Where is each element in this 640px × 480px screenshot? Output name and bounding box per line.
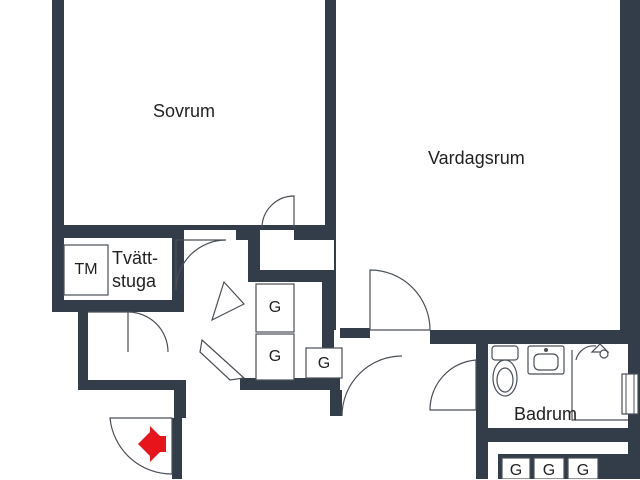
fixture-boxes bbox=[63, 244, 599, 479]
sink-icon bbox=[527, 345, 565, 375]
exit-arrow-icon bbox=[138, 426, 166, 462]
g-label-1: G bbox=[268, 299, 282, 316]
room-label-badrum: Badrum bbox=[514, 404, 578, 424]
g-label-3: G bbox=[317, 355, 331, 372]
room-label-tvattstuga-1: Tvätt- bbox=[112, 248, 159, 268]
bathroom-fixtures bbox=[491, 343, 639, 421]
room-label-vardagsrum: Vardagsrum bbox=[428, 148, 525, 168]
shower-head-icon bbox=[590, 343, 610, 359]
g-label-2: G bbox=[268, 348, 282, 365]
g-label-5: G bbox=[542, 462, 556, 479]
door-swing-tvattstuga bbox=[175, 239, 227, 291]
room-label-tvattstuga-2: stuga bbox=[112, 271, 157, 291]
window bbox=[621, 373, 639, 415]
door-swings bbox=[88, 195, 477, 475]
g-label-6: G bbox=[576, 462, 590, 479]
tm-label: TM bbox=[74, 261, 98, 278]
toilet-icon bbox=[491, 345, 519, 397]
room-label-sovrum: Sovrum bbox=[153, 101, 216, 121]
bathtub-icon bbox=[571, 345, 628, 421]
g-label-4: G bbox=[509, 462, 523, 479]
